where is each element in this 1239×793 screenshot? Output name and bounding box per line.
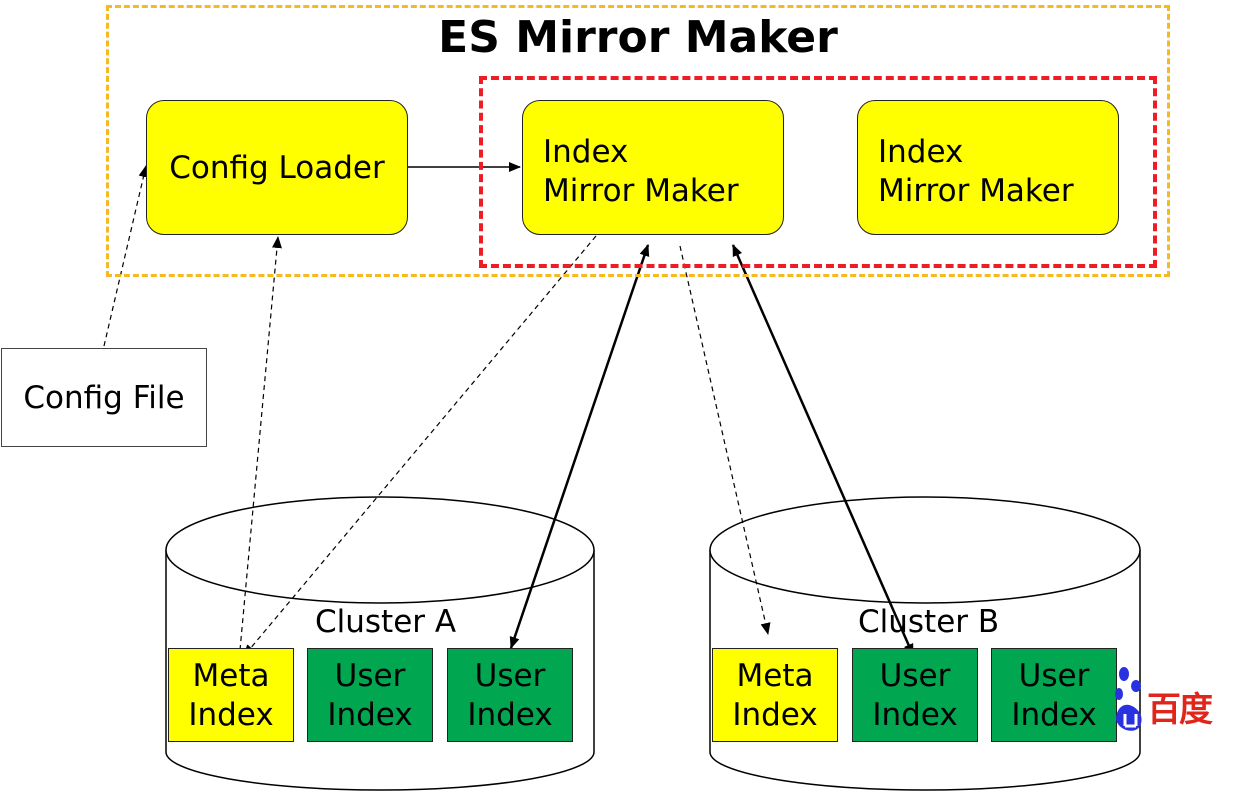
cluster-a-user-index-1-line1: User [334, 658, 406, 694]
es-mirror-maker-frame [106, 5, 1170, 277]
cluster-a-user-index-2-line1: User [474, 658, 546, 694]
cluster-a-user-index-1-line2: Index [327, 697, 413, 733]
cluster-b-user-index-1: User Index [852, 648, 978, 742]
index-mirror-maker-2: Index Mirror Maker [857, 100, 1119, 235]
cluster-b-meta-index: Meta Index [712, 648, 838, 742]
config-file-box: Config File [1, 348, 207, 447]
cluster-b-user-index-2-line2: Index [1011, 697, 1097, 733]
arrow-mirror-to-metaB [679, 245, 771, 635]
config-loader-box: Config Loader [146, 100, 408, 235]
cluster-b-label: Cluster B [858, 604, 1000, 640]
config-file-label: Config File [23, 379, 185, 416]
cluster-a-label: Cluster A [315, 604, 457, 640]
cluster-a-user-index-1: User Index [307, 648, 433, 742]
index-mirror-maker-2-line2: Mirror Maker [878, 173, 1074, 209]
cluster-b-meta-index-line2: Index [732, 697, 818, 733]
index-mirror-maker-1: Index Mirror Maker [522, 100, 784, 235]
cluster-a-user-index-2: User Index [447, 648, 573, 742]
cluster-a-user-index-2-line2: Index [467, 697, 553, 733]
cluster-b-cylinder [709, 496, 1141, 791]
cluster-a-meta-index: Meta Index [168, 648, 294, 742]
arrow-metaA-to-loader [239, 236, 282, 651]
diagram-title: ES Mirror Maker [438, 12, 838, 63]
cluster-b-user-index-2-line1: User [1018, 658, 1090, 694]
index-mirror-maker-1-line2: Mirror Maker [543, 173, 739, 209]
index-mirror-maker-1-line1: Index [543, 134, 629, 170]
cluster-a-cylinder [165, 496, 595, 791]
config-loader-label: Config Loader [169, 149, 385, 186]
arrow-mirror-userB1 [731, 244, 915, 656]
cluster-a-meta-index-line2: Index [188, 697, 274, 733]
cluster-b-meta-index-line1: Meta [736, 658, 814, 694]
arrow-mirror-userA2 [509, 244, 650, 649]
cluster-b-user-index-1-line2: Index [872, 697, 958, 733]
baidu-logo-text: 百度 [1147, 690, 1213, 730]
index-mirror-makers-group [479, 76, 1157, 268]
arrow-configfile-to-loader [103, 165, 149, 347]
baidu-paw-icon [1115, 667, 1142, 731]
cluster-b-user-index-1-line1: User [879, 658, 951, 694]
cluster-a-meta-index-line1: Meta [192, 658, 270, 694]
cluster-b-user-index-2: User Index [991, 648, 1117, 742]
index-mirror-maker-2-line1: Index [878, 134, 964, 170]
